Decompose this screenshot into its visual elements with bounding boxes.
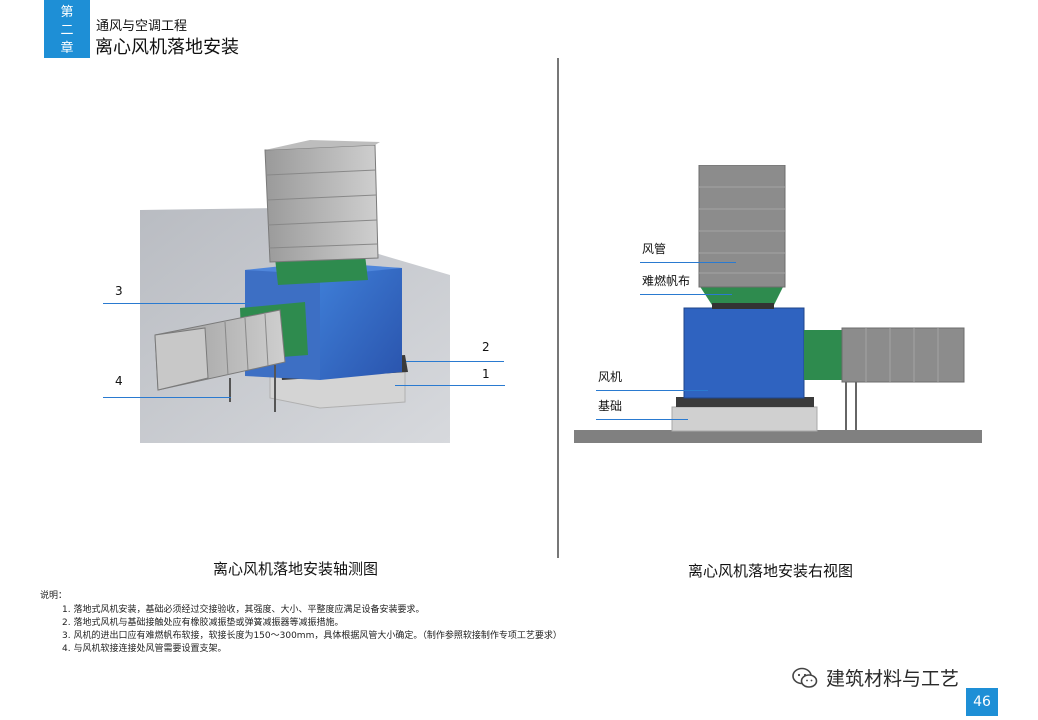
- top-flange: [712, 303, 774, 309]
- label-fan: 风机: [598, 370, 623, 384]
- chapter-badge: 第 二 章: [44, 0, 90, 58]
- watermark-text: 建筑材料与工艺: [826, 668, 960, 690]
- label-line-air-duct: [640, 262, 736, 263]
- note-item: 4. 与风机软接连接处风管需要设置支架。: [62, 644, 227, 654]
- label-line-fan: [596, 390, 708, 391]
- top-canvas-connector: [699, 285, 784, 305]
- callout-line-4: [103, 397, 231, 398]
- concrete-base: [671, 406, 818, 432]
- label-canvas: 难燃帆布: [642, 274, 691, 288]
- watermark: 建筑材料与工艺: [792, 664, 959, 691]
- label-line-canvas: [640, 294, 732, 295]
- duct-opening: [154, 327, 209, 391]
- side-canvas-connector: [804, 330, 842, 380]
- label-line-foundation: [596, 419, 688, 420]
- horizontal-duct: [841, 327, 965, 383]
- callout-line-1: [395, 385, 505, 386]
- page-number: 46: [966, 688, 998, 716]
- side-view-illustration: [574, 165, 982, 443]
- label-air-duct: 风管: [642, 242, 667, 256]
- callout-number-1: 1: [482, 367, 490, 381]
- right-figure-caption: 离心风机落地安装右视图: [688, 562, 854, 580]
- chapter-badge-line3: 章: [60, 41, 74, 56]
- chapter-badge-line2: 二: [60, 23, 74, 38]
- subject-title: 通风与空调工程: [96, 19, 188, 34]
- callout-line-2: [406, 361, 504, 362]
- fan-body: [683, 307, 805, 399]
- note-item: 3. 风机的进出口应有难燃帆布软接，软接长度为150～300mm，具体根据风管大…: [62, 631, 562, 641]
- section-title: 离心风机落地安装: [95, 37, 239, 58]
- note-item: 1. 落地式风机安装，基础必须经过交接验收，其强度、大小、平整度应满足设备安装要…: [62, 605, 425, 615]
- chapter-badge-line1: 第: [60, 5, 74, 20]
- note-item: 2. 落地式风机与基础接触处应有橡胶减振垫或弹簧减振器等减振措施。: [62, 618, 344, 628]
- steel-frame: [676, 397, 814, 407]
- ground-slab: [574, 430, 982, 443]
- left-figure-caption: 离心风机落地安装轴测图: [213, 560, 379, 578]
- top-canvas-connector: [275, 255, 368, 285]
- figure-divider: [557, 58, 559, 558]
- callout-number-3: 3: [115, 284, 123, 298]
- wechat-icon: [792, 667, 818, 688]
- vertical-duct: [698, 165, 786, 288]
- vertical-duct-top: [265, 140, 380, 150]
- callout-line-3: [103, 303, 251, 304]
- callout-number-2: 2: [482, 340, 490, 354]
- notes-title: 说明：: [40, 591, 68, 601]
- callout-number-4: 4: [115, 374, 123, 388]
- label-foundation: 基础: [598, 399, 623, 413]
- fan-front: [320, 265, 402, 380]
- isometric-illustration: [140, 140, 450, 443]
